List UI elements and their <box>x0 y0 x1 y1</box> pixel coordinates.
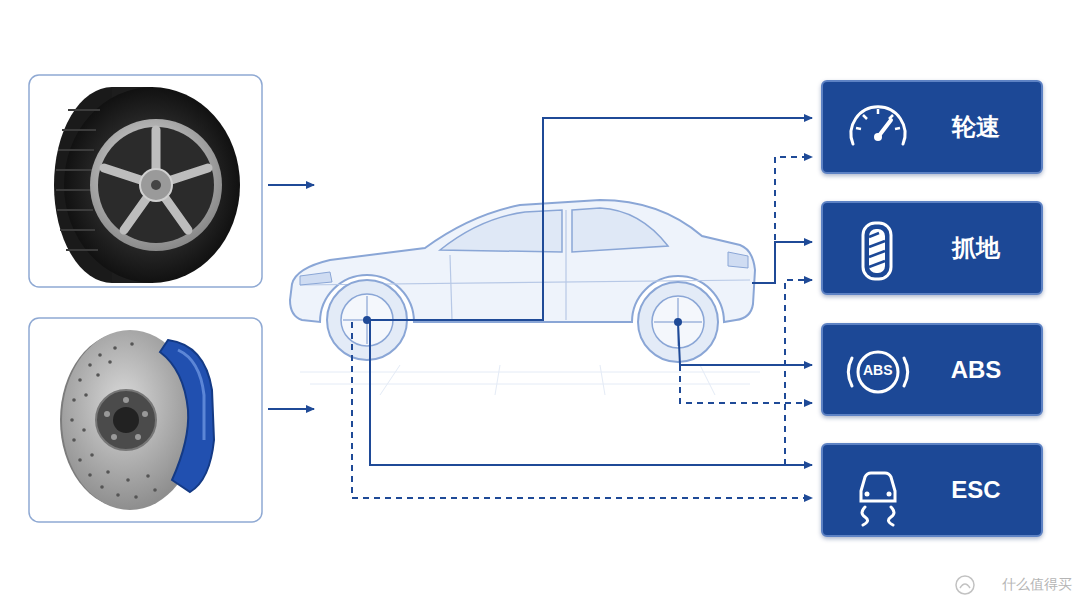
icon-label: ABS <box>863 362 893 378</box>
icon <box>823 82 933 176</box>
pointer-arrow <box>268 408 314 410</box>
leader-lines <box>352 118 812 498</box>
car-outline <box>290 200 755 362</box>
box-label: 抓地 <box>952 232 1000 264</box>
tire-picture <box>54 87 240 283</box>
image-panel <box>29 318 262 522</box>
icon <box>823 203 933 297</box>
feature-box: 轮速 <box>821 80 1043 174</box>
feature-box: 抓地 <box>821 201 1043 295</box>
feature-box: ABS ABS <box>821 323 1043 416</box>
feature-box: ESC <box>821 443 1043 537</box>
image-panel <box>29 75 262 287</box>
brake-disc-picture <box>60 330 214 510</box>
pointer-arrow <box>268 184 314 186</box>
box-label: ABS <box>951 356 1002 384</box>
box-label: ESC <box>951 476 1000 504</box>
hub-dot <box>674 318 682 326</box>
box-label: 轮速 <box>952 111 1000 143</box>
watermark: 什么值得买 <box>1002 576 1072 594</box>
watermark-logo <box>956 576 974 594</box>
icon <box>823 445 933 539</box>
hub-dot <box>363 316 371 324</box>
